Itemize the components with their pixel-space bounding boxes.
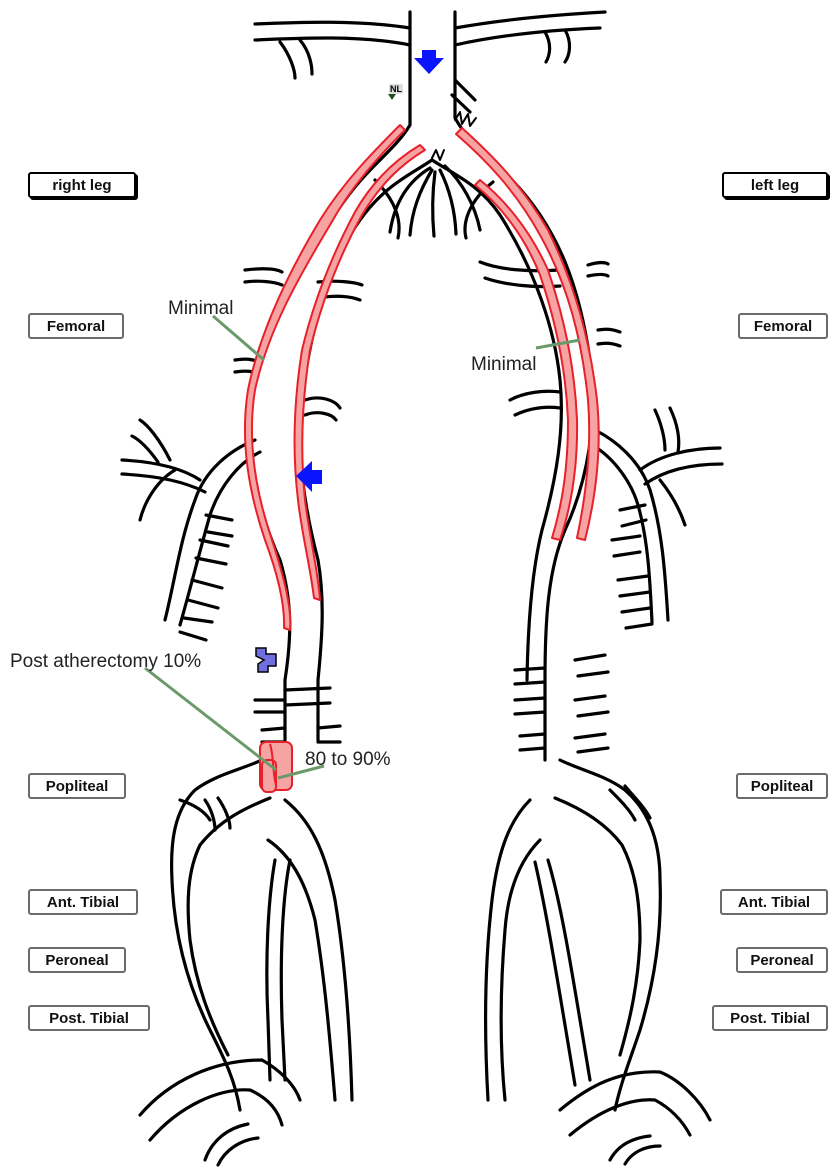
- leader-post-atherectomy: [145, 668, 276, 770]
- femoral-label-left: Femoral: [738, 313, 828, 339]
- post-tibial-label-right: Post. Tibial: [28, 1005, 150, 1031]
- peroneal-label-right: Peroneal: [28, 947, 126, 973]
- ant-tibial-label-right: Ant. Tibial: [28, 889, 138, 915]
- right-iliac-femoral-plaque: [245, 125, 405, 630]
- right-femoral-annotation: Minimal: [168, 299, 233, 319]
- left-leg-label: left leg: [722, 172, 828, 198]
- post-atherectomy-annotation: Post atherectomy 10%: [10, 652, 201, 672]
- right-inner-plaque: [295, 145, 425, 600]
- origin-marker-label: NL: [389, 84, 403, 94]
- post-tibial-label-left: Post. Tibial: [712, 1005, 828, 1031]
- down-arrow-icon: [414, 50, 444, 74]
- vessel-tree: [122, 12, 722, 1165]
- left-femoral-annotation: Minimal: [471, 355, 536, 375]
- popliteal-label-right: Popliteal: [28, 773, 126, 799]
- femoral-label-right: Femoral: [28, 313, 124, 339]
- popliteal-label-left: Popliteal: [736, 773, 828, 799]
- peroneal-label-left: Peroneal: [736, 947, 828, 973]
- leader-lines: [145, 316, 580, 778]
- ant-tibial-label-left: Ant. Tibial: [720, 889, 828, 915]
- atherectomy-device-icon: [256, 648, 276, 672]
- flow-arrows: [296, 50, 444, 492]
- popliteal-stenosis-annotation: 80 to 90%: [305, 750, 391, 770]
- origin-marker-icon: [388, 94, 396, 100]
- right-leg-label: right leg: [28, 172, 136, 198]
- leader-right-femoral: [213, 316, 264, 360]
